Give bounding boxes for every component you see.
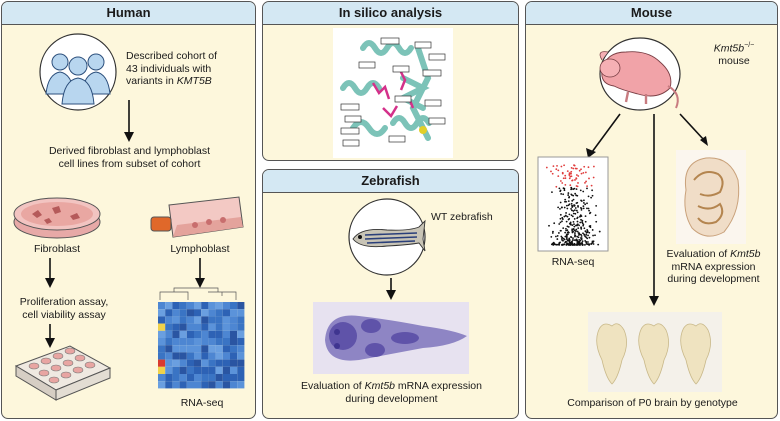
rnaseq-volcano-plot (537, 156, 609, 252)
arrow-down-icon (386, 278, 396, 300)
human-panel-title: Human (2, 2, 255, 25)
zebrafish-panel: Zebrafish WT zebrafish Evaluation of Kmt… (262, 169, 519, 419)
cohort-people-illustration (39, 33, 117, 111)
volcano-points (545, 164, 601, 246)
mouse-panel: Mouse Kmt5b−/− mouse RNA-seq Evaluation … (525, 1, 778, 419)
assay-text: Proliferation assay, cell viability assa… (19, 296, 109, 321)
protein-structure-image (333, 28, 453, 158)
dendrogram (159, 287, 237, 300)
human-panel: Human Described cohort of 43 individuals… (1, 1, 256, 419)
p0-brains-photo (588, 312, 722, 392)
arrow-branch-icon (586, 113, 708, 306)
insilico-panel-title: In silico analysis (263, 2, 518, 25)
culture-flask-icon (150, 196, 244, 238)
mouse-evaluation-text: Evaluation of Kmt5b mRNA expression duri… (666, 248, 761, 285)
well-plate-icon (14, 345, 112, 401)
arrow-down-icon (124, 100, 134, 142)
fibroblast-label: Fibroblast (33, 243, 81, 255)
insilico-panel: In silico analysis (262, 1, 519, 161)
knockout-mouse-label: Kmt5b−/− mouse (713, 42, 755, 67)
lymphoblast-label: Lymphoblast (170, 243, 230, 255)
wt-zebrafish-label: WT zebrafish (431, 211, 493, 223)
heatmap-cells (158, 302, 245, 389)
p0-brain-comparison-label: Comparison of P0 brain by genotype (567, 397, 738, 409)
mouse-panel-title: Mouse (526, 2, 777, 25)
human-rnaseq-label: RNA-seq (180, 397, 224, 409)
cohort-description: Described cohort of 43 individuals with … (126, 50, 218, 87)
arrow-down-icon (45, 258, 55, 288)
arrow-down-icon (45, 324, 55, 348)
derived-cell-lines-text: Derived fibroblast and lymphoblast cell … (48, 145, 211, 170)
mouse-pup-icon (599, 37, 681, 111)
zebrafish-icon (348, 198, 426, 276)
zebrafish-evaluation-text: Evaluation of Kmt5b mRNA expression duri… (301, 380, 482, 405)
zebrafish-panel-title: Zebrafish (263, 170, 518, 193)
rnaseq-heatmap (158, 287, 245, 389)
mouse-rnaseq-label: RNA-seq (551, 256, 595, 268)
petri-dish-icon (13, 197, 101, 239)
arrow-down-icon (195, 258, 205, 288)
brain-section-stain-image (676, 150, 746, 244)
zebrafish-embryo-stain-image (313, 302, 469, 374)
